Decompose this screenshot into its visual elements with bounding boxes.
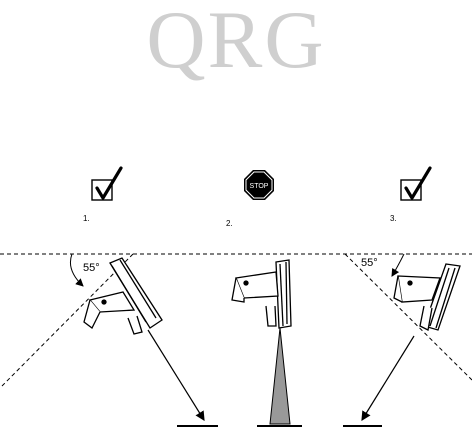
reflection-beam xyxy=(270,328,290,424)
scan-beam-arrow xyxy=(148,330,204,420)
step-1-label: 1. xyxy=(83,214,90,223)
step-3-label: 3. xyxy=(390,214,397,223)
scan-beam-arrow xyxy=(362,336,414,420)
angle-label-step-1: 55° xyxy=(83,262,100,274)
step-2-label: 2. xyxy=(226,219,233,228)
handheld-scanner-icon xyxy=(232,260,291,328)
angle-arc xyxy=(70,254,83,286)
stop-sign-text: STOP xyxy=(250,183,269,190)
angle-arc xyxy=(392,254,404,276)
angle-label-step-3: 55° xyxy=(361,257,378,269)
checkbox-check-icon xyxy=(92,168,121,200)
handheld-scanner-icon xyxy=(394,264,460,330)
stop-sign-icon: STOP xyxy=(244,170,274,200)
angle-guide-line xyxy=(0,254,133,388)
checkbox-check-icon xyxy=(401,168,430,200)
